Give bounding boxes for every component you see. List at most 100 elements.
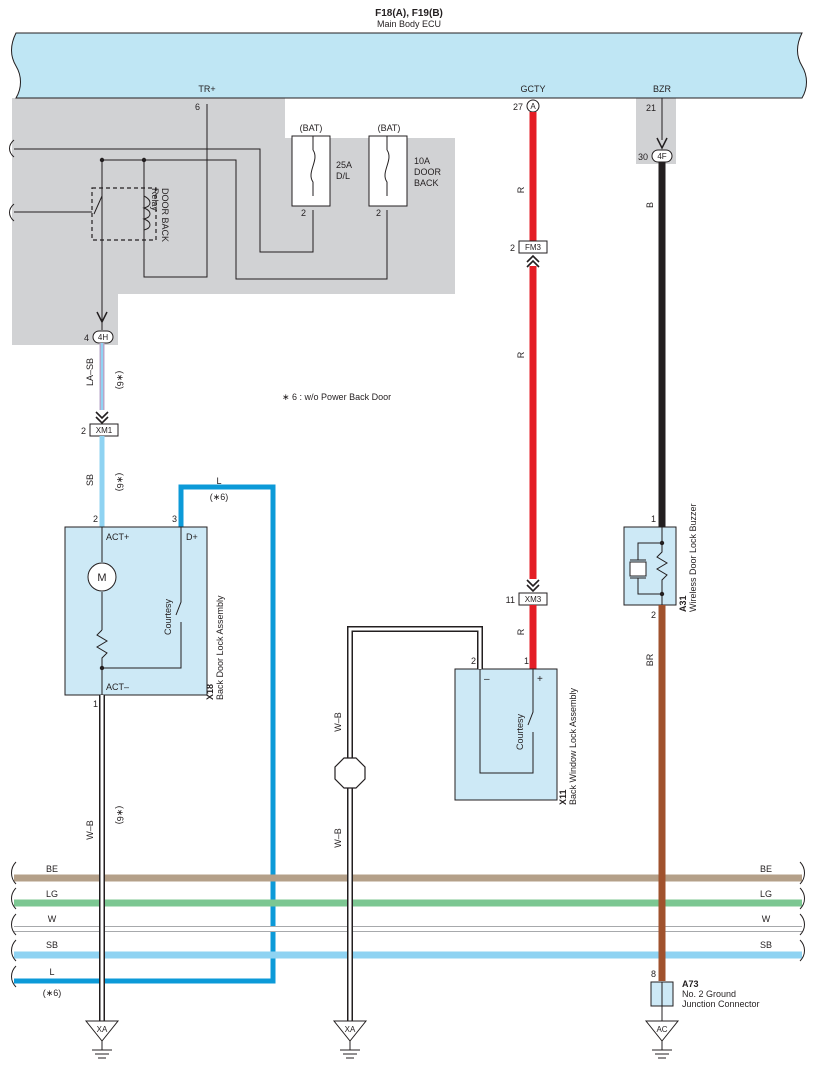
x11-switch-label: Courtesy [515,713,525,750]
a73-name-2: Junction Connector [682,999,760,1009]
fuse-door-back-name-2: BACK [414,178,439,188]
junction-xm1-pin: 2 [81,426,86,436]
gcty-connector-id: A [530,102,536,111]
gray-panel-left [12,98,455,345]
wire-label-wb-1: W–B [333,712,343,732]
a31-internal-circuit [629,527,668,605]
wire-l-blue [14,484,276,984]
wire-label-l: L [216,476,221,486]
bus-label-sb-right: SB [760,940,772,950]
a73-id: A73 [682,979,699,989]
main-body-ecu [11,32,807,99]
fuse-door-back-rating: 10A [414,156,430,166]
x11-name: Back Window Lock Assembly [568,687,578,805]
wire-label-sb-note: (∗6) [115,473,125,492]
fuse-dl-name: D/L [336,171,350,181]
xm3-chevron [526,579,540,593]
wire-wb-x11 [347,626,483,1021]
bus-label-lg-right: LG [760,889,772,899]
ground-ac [644,1020,680,1059]
x18-name: Back Door Lock Assembly [215,595,225,700]
bus-label-w-right: W [762,914,771,924]
fuse-door-back-supply: (BAT) [378,123,401,133]
ground-ac-label: AC [656,1025,667,1034]
x18-pin-act-minus: 1 [93,699,98,709]
junction-fm3 [518,240,548,254]
a73-pin: 8 [651,969,656,979]
wire-label-r-2: R [516,351,526,358]
junction-xm3-id: XM3 [525,595,542,604]
ground-xa-left [84,1020,120,1059]
bus-label-be-left: BE [46,864,58,874]
fuse-door-back-name-1: DOOR [414,167,442,177]
ecu-terminal-gcty: GCTY [520,84,545,94]
tr-plus-pin: 6 [195,102,200,112]
junction-4f-pin: 30 [638,152,648,162]
fuse-dl-symbol [310,149,316,196]
fuse-dl-pin: 2 [301,208,306,218]
x18-terminal-d-plus: D+ [186,532,198,542]
gcty-pin: 27 [513,102,523,112]
x18-internal-circuit [96,527,182,695]
a31-pin-bottom: 2 [651,610,656,620]
x18-back-door-lock-assembly [64,526,208,696]
wire-label-wb-2: W–B [333,828,343,848]
fuse-dl [291,135,331,207]
wire-label-sb: SB [85,474,95,486]
wire-label-la-sb-note: (∗6) [115,371,125,390]
junction-4f-id: 4F [657,152,666,161]
x11-internal-circuit [479,669,534,774]
wire-label-br: BR [645,653,655,666]
bus-label-sb-left: SB [46,940,58,950]
x18-terminal-act-plus: ACT+ [106,532,129,542]
xm1-chevron [95,411,109,425]
ground-xa-left-label: XA [97,1025,108,1034]
fuse-dl-rating: 25A [336,160,352,170]
junction-fm3-pin: 2 [510,243,515,253]
relay-label-line1: DOOR BACK [160,188,170,242]
footnote: ∗ 6 : w/o Power Back Door [282,392,391,402]
fuse-door-back-pin: 2 [376,208,381,218]
wire-label-la-sb: LA–SB [85,358,95,386]
ground-xa-middle-label: XA [345,1025,356,1034]
bus-label-l-left: L [49,967,54,977]
x11-terminal-plus: + [537,674,543,685]
x18-pin-act-plus: 2 [93,514,98,524]
bus-label-be-right: BE [760,864,772,874]
gray-panel-wiring [9,104,388,330]
x11-pin-minus: 2 [471,656,476,666]
bus-label-l-note: (∗6) [43,988,62,998]
a31-name: Wireless Door Lock Buzzer [688,503,698,612]
bus-wave-marks [11,861,805,988]
splice-point-octagon [334,757,366,789]
junction-xm3-pin: 11 [506,595,515,605]
bus-wires [14,874,802,959]
wire-label-wb-x18-note: (∗6) [115,806,125,825]
fuse-door-back [368,135,408,207]
relay-label: DOOR BACK Relay [150,188,170,245]
bus-label-w-left: W [48,914,57,924]
x18-terminal-act-minus: ACT– [106,682,129,692]
ground-xa-middle [332,1020,368,1059]
x18-pin-d-plus: 3 [172,514,177,524]
junction-4h-pin: 4 [84,333,89,343]
ecu-terminal-bzr: BZR [653,84,672,94]
a31-pin-top: 1 [651,514,656,524]
x18-switch-label: Courtesy [163,598,173,635]
fuse-door-back-symbol [384,149,390,196]
x18-motor-label: M [97,572,106,584]
a73-name-1: No. 2 Ground [682,989,736,999]
door-back-relay [91,157,157,241]
wire-label-r-1: R [516,186,526,193]
ecu-terminal-tr-plus: TR+ [198,84,215,94]
x18-motor [87,562,117,592]
ecu-connectors-label: F18(A), F19(B) [375,8,443,19]
wire-label-r-3: R [516,628,526,635]
x11-id: X11 [558,789,568,805]
junction-fm3-id: FM3 [525,243,542,252]
junction-4h-id: 4H [98,333,108,342]
a31-id: A31 [678,595,688,612]
x18-id: X18 [205,684,215,700]
fm3-chevron [526,254,540,268]
